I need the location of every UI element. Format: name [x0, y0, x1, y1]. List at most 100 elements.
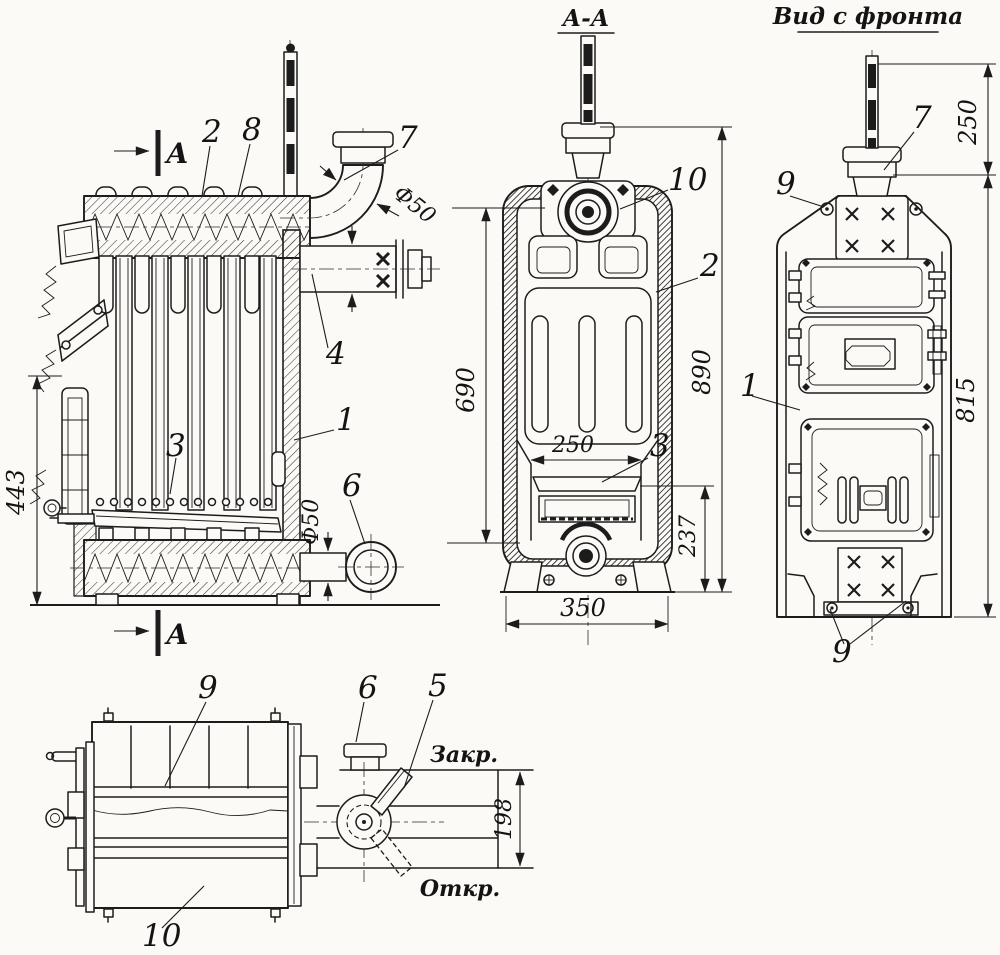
- dim-890: 890: [600, 126, 732, 593]
- callout-3-aa-label: 3: [650, 428, 670, 464]
- bolt-icon: [804, 528, 812, 536]
- callout-9-bottom: 9: [829, 600, 907, 670]
- callout-3: 3: [166, 428, 186, 495]
- callout-9-top: 9: [776, 166, 825, 208]
- dim-198: 198: [492, 771, 525, 867]
- valve-fitting: [304, 743, 534, 882]
- dim-237-label: 237: [676, 515, 701, 558]
- middle-door: [788, 316, 947, 394]
- dim-350: 350: [505, 594, 669, 632]
- neck-and-feet: [787, 547, 938, 618]
- grate: [49, 497, 282, 533]
- callout-5-plan: 5: [403, 668, 448, 789]
- callout-9-bottom-label: 9: [832, 634, 852, 670]
- view-title: А-А: [557, 5, 615, 34]
- flange-bolt-icon: [375, 251, 391, 289]
- bolt-icon: [547, 184, 559, 196]
- callout-1: 1: [293, 402, 356, 441]
- callout-1-label: 1: [336, 402, 356, 438]
- spring-icon: [37, 265, 57, 319]
- cut-letter-bottom: А: [164, 618, 189, 651]
- callout-3-aa: 3: [601, 428, 670, 483]
- dim-890-label: 890: [688, 349, 716, 395]
- flue-elbow: [280, 126, 394, 239]
- slotted-panel: [524, 287, 652, 445]
- callout-8-label: 8: [242, 112, 262, 148]
- grate-section: [532, 476, 642, 523]
- callout-8: 8: [237, 112, 262, 197]
- grate-teeth: [95, 497, 273, 507]
- stub-flange: [343, 743, 387, 758]
- callout-2: 2: [201, 114, 222, 197]
- callout-7-label: 7: [398, 120, 418, 156]
- callout-1-front: 1: [740, 368, 801, 411]
- section-title-label: А-А: [560, 5, 609, 32]
- top-pipe: [561, 35, 615, 179]
- dia-outlet-label: Ф50: [299, 499, 324, 545]
- corner-bolts: [103, 707, 281, 923]
- bottom-header: [70, 527, 330, 606]
- section-cut-top: А: [114, 130, 189, 176]
- rear-wall: [271, 229, 301, 605]
- knob-icon: [45, 808, 65, 828]
- bolt-icon: [922, 528, 930, 536]
- callout-7-front: 7: [883, 100, 932, 171]
- callout-6-plan-label: 6: [358, 670, 378, 706]
- callout-7: 7: [343, 120, 418, 181]
- callout-9-plan-label: 9: [198, 670, 218, 706]
- callout-10: 10: [619, 162, 707, 210]
- valve-closed-label: Закр.: [430, 742, 498, 768]
- cut-letter-top: А: [164, 137, 189, 170]
- right-plate: [287, 723, 318, 907]
- x-bolts: [845, 207, 895, 253]
- spring-icon: [37, 349, 57, 393]
- callout-9-plan: 9: [164, 670, 218, 787]
- bolt-icon: [802, 259, 810, 267]
- spring-icon: [29, 469, 47, 505]
- flue-openings: [528, 235, 648, 279]
- callout-6-plan: 6: [355, 670, 378, 743]
- valve-open-label: Откр.: [420, 876, 500, 902]
- callout-2-aa-label: 2: [699, 248, 720, 284]
- valve-handle-open: [370, 828, 413, 877]
- top-header: [70, 186, 330, 259]
- callout-3-label: 3: [166, 428, 186, 464]
- short-water-tubes: [98, 255, 260, 314]
- dim-250-front: 250: [878, 63, 996, 176]
- bottom-view: 198 Закр. Откр. 9 10 6: [45, 668, 534, 954]
- dim-237: 237: [640, 485, 714, 593]
- callout-4: 4: [311, 273, 346, 372]
- bolt-icon: [804, 423, 812, 431]
- dim-250-inner: 250: [530, 433, 642, 465]
- section-cut-bottom: А: [114, 610, 189, 656]
- callout-6-label: 6: [342, 468, 362, 504]
- plan-body: [91, 721, 289, 909]
- callout-10-plan: 10: [142, 885, 205, 954]
- callout-2-aa: 2: [655, 248, 720, 293]
- dim-250-inner-label: 250: [551, 433, 594, 458]
- bolt-icon: [923, 259, 931, 267]
- callout-10-label: 10: [668, 162, 707, 198]
- front-pipe: [842, 55, 902, 197]
- bolt-icon: [802, 383, 810, 391]
- bolt-icon: [922, 423, 930, 431]
- dim-height-label: 443: [2, 469, 30, 516]
- dim-350-label: 350: [560, 594, 606, 622]
- callout-1-front-label: 1: [740, 368, 760, 404]
- view-title-front: Вид с фронта: [772, 3, 963, 33]
- dim-690-label: 690: [452, 367, 480, 413]
- callout-5-plan-label: 5: [428, 668, 448, 704]
- plan-left-mechanism: [45, 741, 95, 913]
- left-fittings: [29, 218, 109, 597]
- bottom-outlet: [299, 534, 404, 600]
- callout-9-top-label: 9: [776, 166, 796, 202]
- callout-6: 6: [342, 468, 366, 545]
- front-title-label: Вид с фронта: [772, 3, 963, 30]
- upper-door: [788, 258, 946, 314]
- spring-icon: [817, 462, 828, 506]
- side-section-view: А А 443 2 8 7: [2, 40, 440, 656]
- dim-815: 815: [952, 174, 996, 618]
- dim-815-label: 815: [952, 377, 980, 423]
